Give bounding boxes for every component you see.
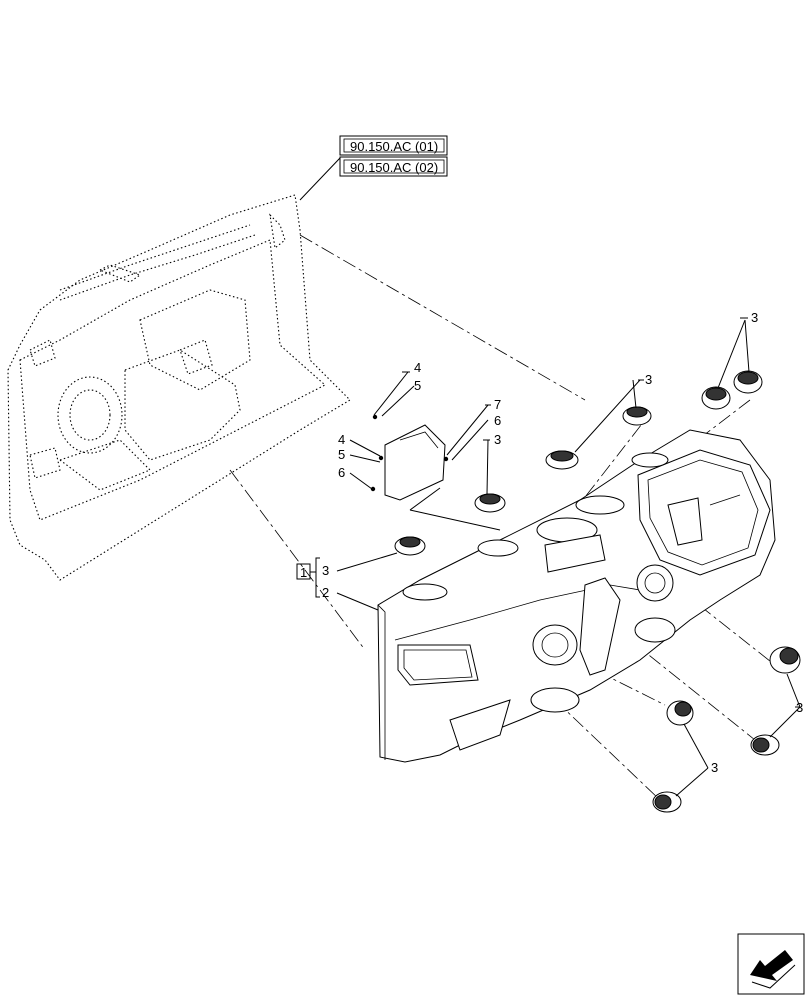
callout-4-left[interactable]: 4 — [338, 432, 345, 447]
cab-frame-phantom — [7, 194, 351, 581]
callout-3-mid[interactable]: 3 — [645, 372, 652, 387]
item-group-bracket — [296, 557, 320, 598]
callout-3-group[interactable]: 3 — [322, 563, 329, 578]
callout-3-top-right[interactable]: 3 — [751, 310, 758, 325]
callout-3-left[interactable]: 3 — [494, 432, 501, 447]
navigation-arrow-icon[interactable] — [737, 933, 805, 995]
callout-3-bottom[interactable]: 3 — [711, 760, 718, 775]
knob-right-side-upper — [769, 646, 801, 674]
knob-top-right-a — [701, 386, 731, 410]
knob-top-right-b — [733, 370, 763, 394]
reference-box-group: 90.150.AC (01) 90.150.AC (02) — [299, 135, 448, 201]
reference-label-2[interactable]: 90.150.AC (02) — [350, 160, 438, 175]
callout-labels: 3 3 3 4 5 7 6 4 5 6 1 3 2 3 3 — [300, 310, 803, 775]
knob-bottom-mid — [666, 700, 694, 726]
knob-top-center — [622, 406, 652, 426]
knob-left — [394, 536, 426, 556]
callout-6-right[interactable]: 6 — [494, 413, 501, 428]
console-body — [377, 429, 776, 763]
callout-4-top[interactable]: 4 — [414, 360, 421, 375]
callout-7[interactable]: 7 — [494, 397, 501, 412]
callout-1-box[interactable]: 1 — [300, 565, 307, 580]
knob-set — [394, 370, 801, 813]
callout-2-group[interactable]: 2 — [322, 585, 329, 600]
reference-label-1[interactable]: 90.150.AC (01) — [350, 139, 438, 154]
knob-mid — [545, 450, 579, 470]
knob-right-side-lower — [750, 734, 780, 756]
knob-mid-left — [474, 493, 506, 513]
callout-5-top[interactable]: 5 — [414, 378, 421, 393]
callout-6-left[interactable]: 6 — [338, 465, 345, 480]
knob-bottom — [652, 791, 682, 813]
callout-3-right-lower[interactable]: 3 — [796, 700, 803, 715]
leader-lines — [336, 317, 801, 797]
callout-5-left[interactable]: 5 — [338, 447, 345, 462]
bracket-assembly — [370, 414, 449, 501]
